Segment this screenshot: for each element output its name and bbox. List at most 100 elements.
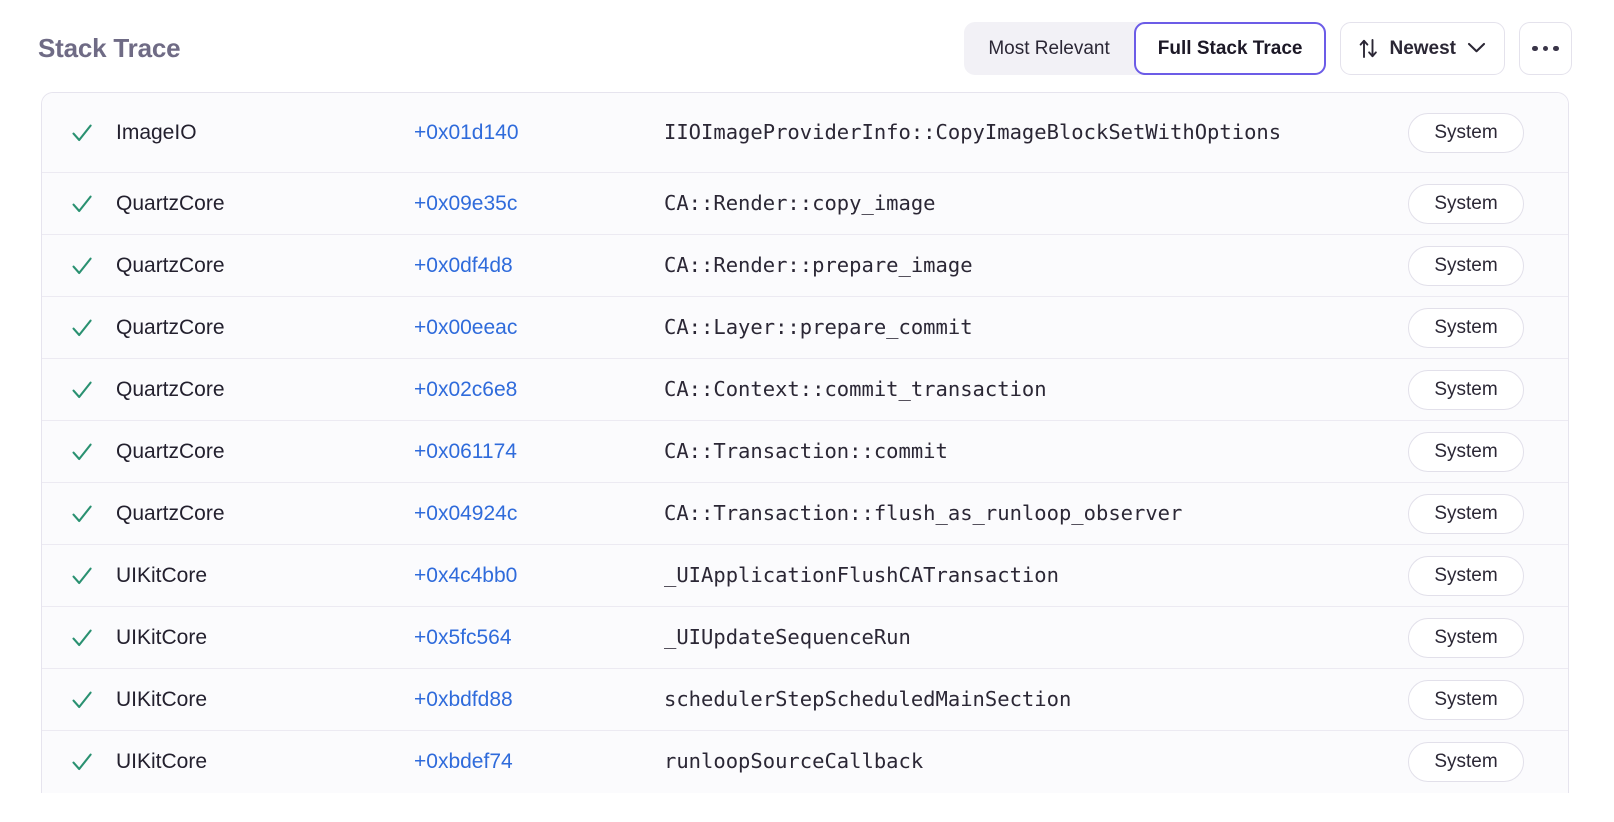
binary-image-name: ImageIO [116,120,197,144]
binary-image-name: UIKitCore [116,563,208,587]
checkmark-icon [72,319,92,336]
toolbar: Most Relevant Full Stack Trace Newest [964,22,1572,75]
row-status [42,440,114,464]
frame-origin-badge-cell: System [1408,742,1568,782]
symbol-name: CA::Render::copy_image [664,190,936,215]
sort-arrows-icon [1359,38,1378,59]
table-row[interactable]: QuartzCore +0x0df4d8 CA::Render::prepare_i… [42,235,1568,297]
frame-origin-badge-cell: System [1408,245,1568,286]
checkmark-icon [72,195,92,212]
table-row[interactable]: UIKitCore +0xbdfd88 schedulerStepScheduled… [42,669,1568,731]
address-offset-link[interactable]: +0xbdfd88 [414,687,513,711]
status-badge: System [1408,245,1524,286]
frame-origin-badge-cell: System [1408,431,1568,472]
table-row[interactable]: QuartzCore +0x061174 CA::Transaction::comm… [42,421,1568,483]
status-badge: System [1408,555,1524,596]
checkmark-icon [72,567,92,584]
table-row[interactable]: UIKitCore +0x5fc564 _UIUpdateSequenceRun Sy… [42,607,1568,669]
symbol-name: schedulerStepScheduledMainSection [664,686,1072,711]
address-offset-link[interactable]: +0x4c4bb0 [414,563,518,587]
view-mode-segmented-control[interactable]: Most Relevant Full Stack Trace [964,22,1327,75]
address-offset-link[interactable]: +0x01d140 [414,120,519,144]
stack-trace-table: ImageIO +0x01d140 IIOImageProviderInfo::Co… [41,92,1569,793]
checkmark-icon [72,257,92,274]
address-offset-link[interactable]: +0x09e35c [414,191,518,215]
binary-image-name: UIKitCore [116,750,208,773]
binary-image-name: QuartzCore [116,501,225,525]
address-offset-link[interactable]: +0x02c6e8 [414,377,518,401]
chevron-down-icon [1467,38,1486,60]
frame-origin-badge-cell: System [1408,183,1568,224]
status-badge: System [1408,617,1524,658]
table-row[interactable]: QuartzCore +0x09e35c CA::Render::copy_imag… [42,173,1568,235]
status-badge: System [1408,183,1524,224]
binary-image-name: UIKitCore [116,687,208,711]
address-offset-link[interactable]: +0x04924c [414,501,518,525]
status-badge: System [1408,307,1524,348]
ellipsis-icon [1532,45,1559,52]
symbol-name: CA::Layer::prepare_commit [664,314,973,339]
table-row[interactable]: ImageIO +0x01d140 IIOImageProviderInfo::Co… [42,93,1568,173]
tab-full-stack-trace[interactable]: Full Stack Trace [1133,22,1327,75]
row-status [42,121,114,145]
symbol-name: CA::Transaction::flush_as_runloop_observ… [664,500,1183,525]
page-title: Stack Trace [38,33,181,63]
table-row[interactable]: UIKitCore +0x4c4bb0 _UIApplicationFlushCAT… [42,545,1568,607]
row-status [42,192,114,216]
checkmark-icon [72,381,92,398]
status-badge: System [1408,431,1524,472]
checkmark-icon [72,505,92,522]
tab-most-relevant[interactable]: Most Relevant [988,37,1110,59]
checkmark-icon [72,443,92,460]
address-offset-link[interactable]: +0x0df4d8 [414,253,513,277]
frame-origin-badge-cell: System [1408,679,1568,720]
symbol-name: CA::Render::prepare_image [664,252,973,277]
row-status [42,626,114,650]
symbol-name: _UIUpdateSequenceRun [664,624,911,649]
address-offset-link[interactable]: +0x5fc564 [414,625,512,649]
more-options-button[interactable] [1519,22,1572,75]
row-status [42,316,114,340]
binary-image-name: QuartzCore [116,377,225,401]
checkmark-icon [72,124,92,141]
symbol-name: CA::Transaction::commit [664,438,948,463]
status-badge: System [1408,742,1524,782]
symbol-name: CA::Context::commit_transaction [664,376,1047,401]
binary-image-name: UIKitCore [116,625,208,649]
row-status [42,254,114,278]
binary-image-name: QuartzCore [116,191,225,215]
frame-origin-badge-cell: System [1408,493,1568,534]
row-status [42,750,114,774]
symbol-name: _UIApplicationFlushCATransaction [664,562,1059,587]
frame-origin-badge-cell: System [1408,307,1568,348]
checkmark-icon [72,691,92,708]
symbol-name: IIOImageProviderInfo::CopyImageBlockSetW… [664,119,1282,144]
row-status [42,502,114,526]
frame-origin-badge-cell: System [1408,369,1568,410]
row-status [42,688,114,712]
status-badge: System [1408,493,1524,534]
row-status [42,378,114,402]
address-offset-link[interactable]: +0xbdef74 [414,750,513,773]
frame-origin-badge-cell: System [1408,617,1568,658]
panel-header: Stack Trace Most Relevant Full Stack Tra… [0,0,1614,90]
frame-origin-badge-cell: System [1408,555,1568,596]
checkmark-icon [72,753,92,771]
status-badge: System [1408,679,1524,720]
row-status [42,564,114,588]
sort-dropdown[interactable]: Newest [1340,22,1505,75]
status-badge: System [1408,369,1524,410]
checkmark-icon [72,629,92,646]
sort-label: Newest [1389,37,1456,59]
address-offset-link[interactable]: +0x00eeac [414,315,518,339]
address-offset-link[interactable]: +0x061174 [414,439,517,463]
status-badge: System [1408,112,1524,153]
table-row[interactable]: QuartzCore +0x02c6e8 CA::Context::commit_t… [42,359,1568,421]
frame-origin-badge-cell: System [1408,112,1568,153]
binary-image-name: QuartzCore [116,253,225,277]
binary-image-name: QuartzCore [116,439,225,463]
table-row[interactable]: QuartzCore +0x04924c CA::Transaction::flus… [42,483,1568,545]
